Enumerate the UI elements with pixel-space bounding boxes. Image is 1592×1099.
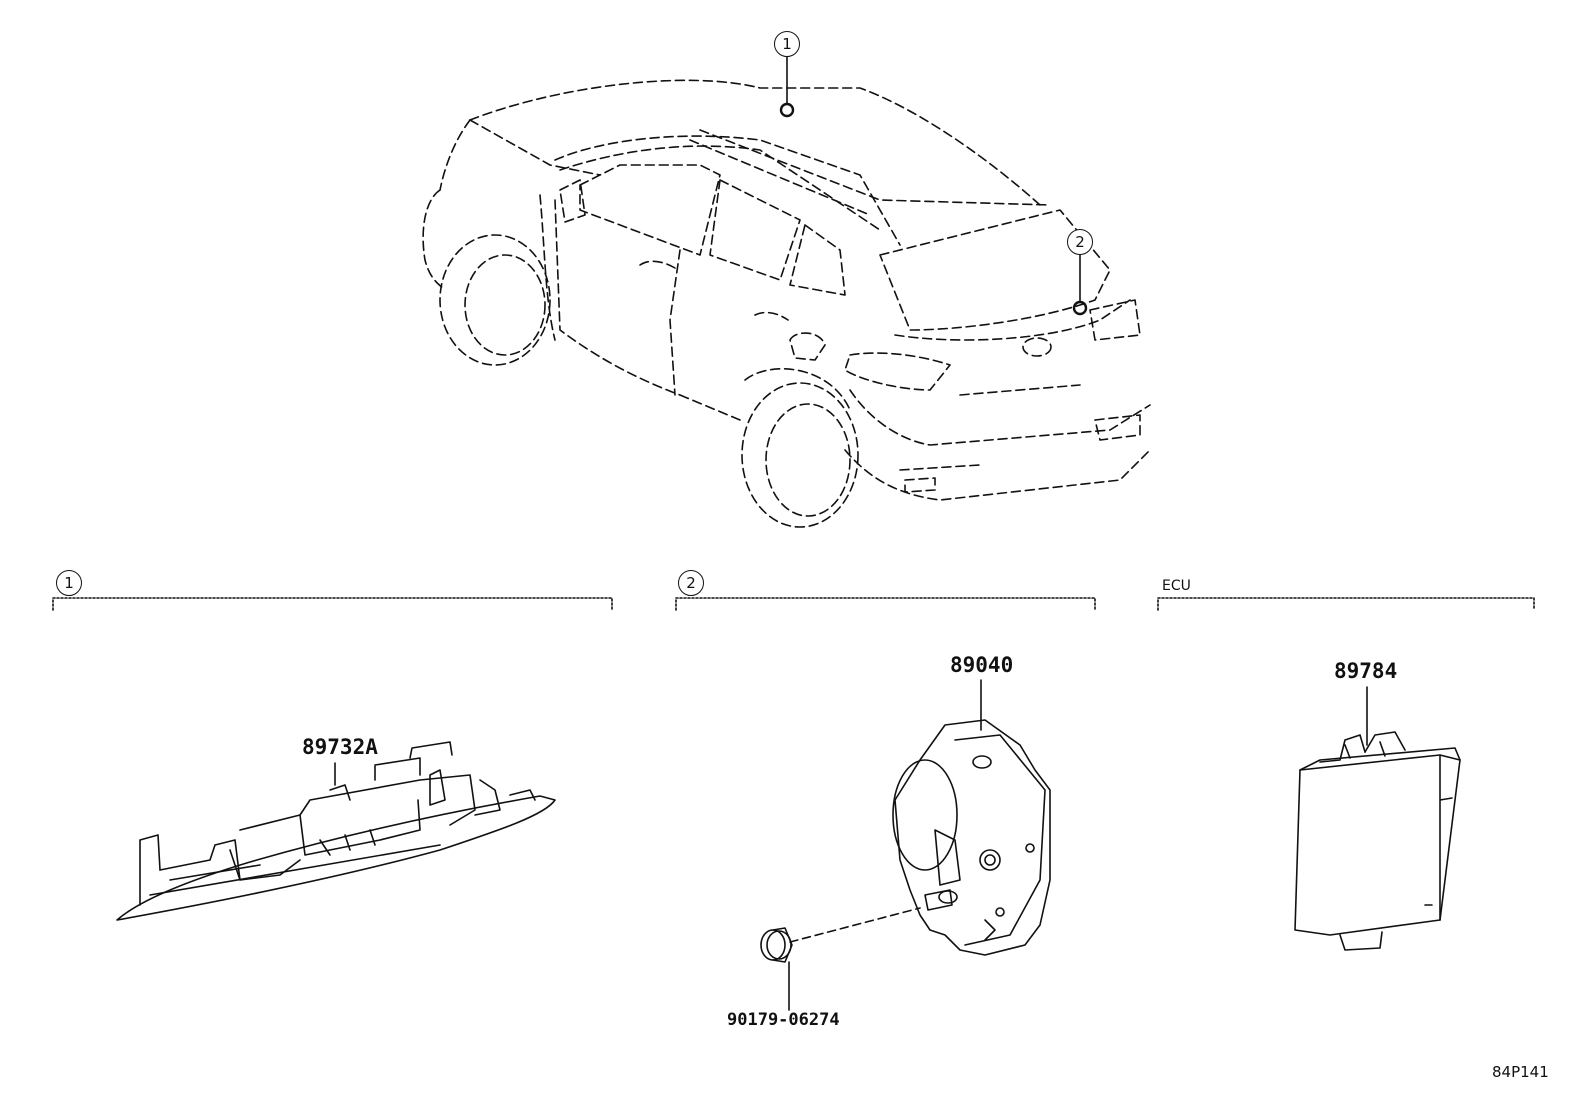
callout-leaders xyxy=(779,55,1088,316)
section-2-callout: 2 xyxy=(678,570,704,596)
part-90179-06274-drawing xyxy=(760,927,793,1011)
part-89732A-drawing xyxy=(116,741,556,921)
callout-1-on-vehicle: 1 xyxy=(774,31,800,57)
part-label-89784[interactable]: 89784 xyxy=(1334,659,1398,683)
part-89784-drawing xyxy=(1294,686,1461,951)
callout-2-on-vehicle: 2 xyxy=(1067,229,1093,255)
figure-reference-code: 84P141 xyxy=(1492,1063,1549,1081)
vehicle-illustration xyxy=(422,79,1151,528)
part-label-90179-06274[interactable]: 90179-06274 xyxy=(727,1010,840,1030)
section-brackets xyxy=(52,597,1535,611)
part-89040-drawing xyxy=(789,679,1051,956)
part-label-89040[interactable]: 89040 xyxy=(950,653,1014,677)
part-label-89732A[interactable]: 89732A xyxy=(302,735,378,759)
section-ecu-label: ECU xyxy=(1162,578,1191,594)
section-1-callout: 1 xyxy=(56,570,82,596)
